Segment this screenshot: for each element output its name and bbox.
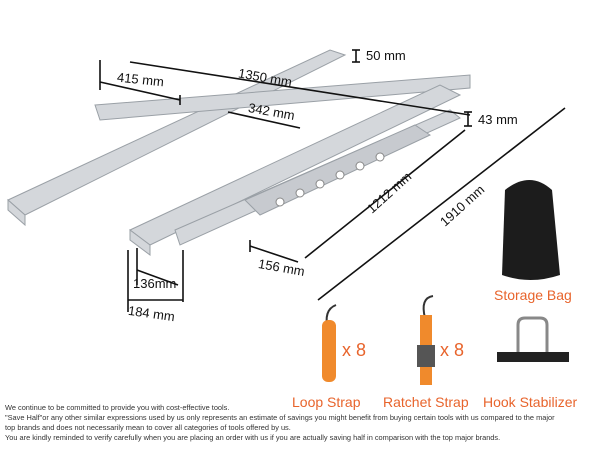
hitch-bar	[94, 74, 471, 121]
storage-bag-image	[502, 180, 560, 280]
hook-stabilizer-image	[516, 316, 549, 360]
hook-stabilizer-label: Hook Stabilizer	[483, 394, 578, 410]
loop-strap-qty: x 8	[342, 340, 367, 360]
loop-strap-image	[322, 320, 336, 382]
note-line-2: "Save Half"or any other similar expressi…	[5, 413, 555, 422]
wheel-chock-plate	[244, 124, 432, 216]
note-line-4: You are kindly reminded to verify carefu…	[5, 433, 501, 442]
dimension-lines	[99, 49, 566, 312]
dim-50: 50 mm	[366, 48, 406, 63]
note-line-3: top brands and does not necessarily mean…	[5, 423, 291, 432]
loop-strap-label: Loop Strap	[292, 394, 361, 410]
ratchet-strap-qty: x 8	[440, 340, 465, 360]
dim-136: 136mm	[133, 276, 177, 291]
ratchet-strap-label: Ratchet Strap	[383, 394, 469, 410]
note-line-1: We continue to be committed to provide y…	[5, 403, 230, 412]
storage-bag-label: Storage Bag	[494, 287, 572, 303]
dim-43: 43 mm	[478, 112, 518, 127]
